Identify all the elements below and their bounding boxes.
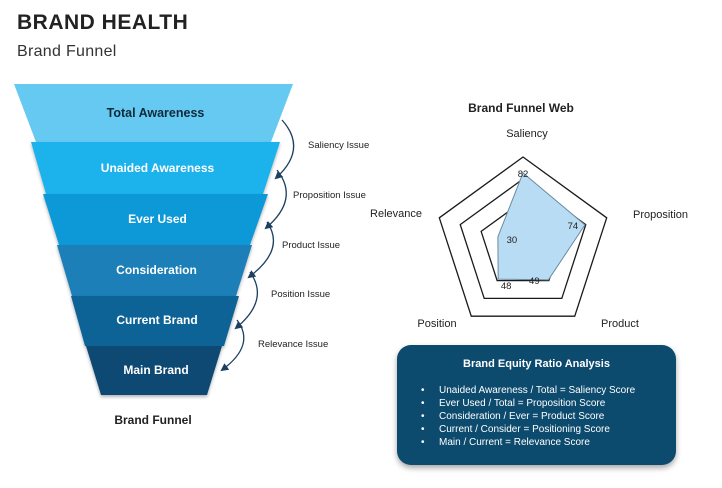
bullet: •	[421, 424, 425, 435]
curved-arrow-icon	[247, 221, 275, 279]
funnel-level-label: Current Brand	[116, 313, 197, 327]
bullet: •	[421, 411, 425, 422]
issue-label: Saliency Issue	[308, 140, 369, 151]
issue-label: Product Issue	[282, 240, 340, 251]
ratio-list: •Unaided Awareness / Total = Saliency Sc…	[397, 384, 676, 449]
funnel-level-label: Unaided Awareness	[101, 161, 215, 175]
issue-arrow: Product Issue	[247, 221, 340, 279]
funnel-level-shape	[86, 346, 222, 395]
curved-arrow-icon	[264, 169, 287, 230]
ratio-item: •Consideration / Ever = Product Score	[421, 411, 605, 422]
bullet: •	[421, 398, 425, 409]
bullet: •	[421, 385, 425, 396]
issue-arrow: Saliency Issue	[274, 119, 369, 180]
issue-label: Proposition Issue	[293, 190, 366, 201]
funnel-level-shape	[57, 245, 252, 296]
issue-arrow: Relevance Issue	[220, 319, 328, 372]
ratio-item: •Main / Current = Relevance Score	[421, 437, 590, 448]
funnel-level-2: Unaided Awareness	[31, 142, 280, 194]
funnel-level-label: Total Awareness	[107, 106, 205, 120]
funnel-level-1: Total Awareness	[14, 84, 293, 142]
issue-arrow: Proposition Issue	[264, 169, 366, 230]
funnel-level-label: Main Brand	[123, 363, 188, 377]
funnel-level-5: Current Brand	[71, 296, 239, 346]
ratio-analysis-title: Brand Equity Ratio Analysis	[463, 358, 610, 370]
page-subtitle: Brand Funnel	[17, 43, 117, 60]
ratio-item: •Current / Consider = Positioning Score	[421, 424, 610, 435]
funnel-level-4: Consideration	[57, 245, 252, 296]
funnel-level-6: Main Brand	[86, 346, 222, 395]
funnel-level-shape	[71, 296, 239, 346]
funnel-level-3: Ever Used	[43, 194, 268, 245]
ratio-analysis-box: Brand Equity Ratio Analysis •Unaided Awa…	[397, 345, 676, 465]
issue-arrow: Position Issue	[234, 271, 330, 330]
curved-arrow-icon	[274, 119, 295, 180]
ratio-item: •Unaided Awareness / Total = Saliency Sc…	[421, 385, 636, 396]
page-title: BRAND HEALTH	[17, 11, 189, 34]
funnel-level-shape	[43, 194, 268, 245]
curved-arrow-icon	[220, 319, 245, 372]
bullet: •	[421, 437, 425, 448]
issue-label: Relevance Issue	[258, 339, 328, 350]
funnel-level-shape	[14, 84, 293, 142]
issue-label: Position Issue	[271, 289, 330, 300]
funnel-level-label: Ever Used	[128, 212, 187, 226]
curved-arrow-icon	[234, 271, 258, 330]
funnel-level-shape	[31, 142, 280, 194]
web-title: Brand Funnel Web	[468, 101, 574, 115]
funnel-caption: Brand Funnel	[114, 413, 192, 427]
funnel-level-label: Consideration	[116, 263, 197, 277]
ratio-item: •Ever Used / Total = Proposition Score	[421, 398, 606, 409]
